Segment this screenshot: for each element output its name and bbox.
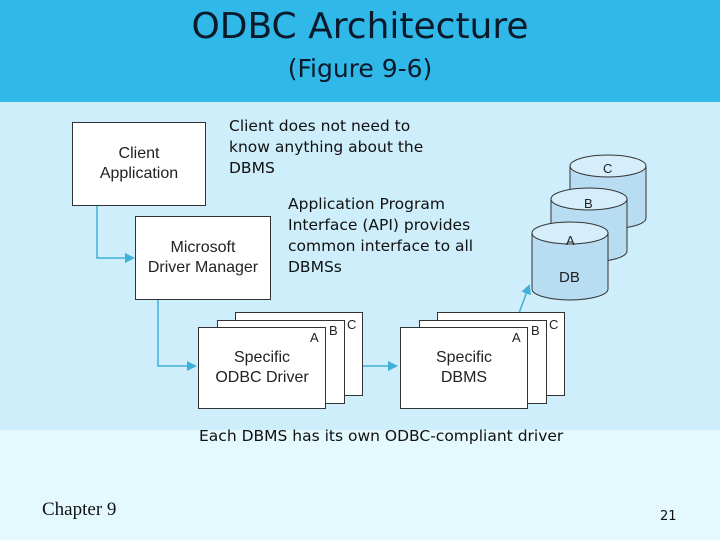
driver-note: Each DBMS has its own ODBC-compliant dri…	[199, 427, 564, 445]
driver-letter-a: A	[310, 330, 319, 345]
slide-subtitle: (Figure 9-6)	[287, 54, 433, 83]
dbms-letter-c: C	[549, 317, 559, 332]
page-number: 21	[660, 509, 677, 524]
dbms-letter-b: B	[531, 323, 540, 338]
manager-to-driver-arrow	[157, 300, 197, 371]
database-label-db: DB	[559, 269, 580, 286]
dbms-letter-a: A	[512, 330, 521, 345]
title-bar	[0, 0, 720, 102]
slide-title: ODBC Architecture	[191, 6, 529, 47]
database-cylinder-a	[531, 221, 609, 301]
api-note: Application Program Interface (API) prov…	[288, 195, 474, 276]
database-label-a: A	[566, 233, 575, 248]
specific-dbms-label: Specific DBMS	[435, 348, 493, 386]
driver-manager-box: Microsoft Driver Manager	[135, 216, 271, 300]
specific-driver-box: Specific ODBC Driver	[198, 327, 326, 409]
driver-letter-c: C	[347, 317, 357, 332]
specific-dbms-box: Specific DBMS	[400, 327, 528, 409]
database-label-c: C	[603, 161, 613, 176]
specific-driver-label: Specific ODBC Driver	[215, 348, 309, 386]
client-application-box: Client Application	[72, 122, 206, 206]
chapter-label: Chapter 9	[42, 499, 117, 520]
slide-body-lower	[0, 430, 720, 540]
driver-letter-b: B	[329, 323, 338, 338]
client-application-label: Client Application	[99, 144, 179, 182]
dbms-to-database-arrow	[517, 284, 531, 317]
client-note: Client does not need to know anything ab…	[229, 117, 424, 177]
client-to-manager-arrow	[96, 205, 135, 263]
database-label-b: B	[584, 196, 593, 211]
driver-manager-label: Microsoft Driver Manager	[147, 238, 259, 276]
